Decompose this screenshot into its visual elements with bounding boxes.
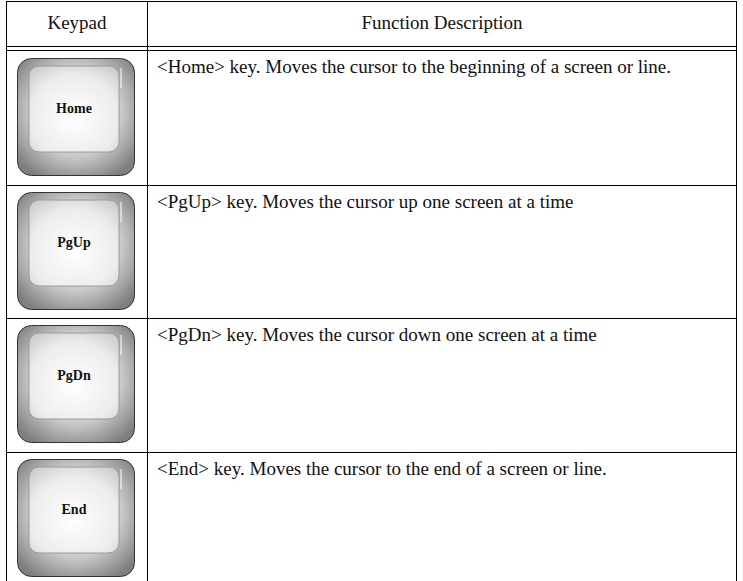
table-cell: <Home> key. Moves the cursor to the begi… (157, 55, 729, 78)
key-cap: PgDn (17, 325, 135, 443)
key-legend: Home (29, 101, 119, 117)
table-cell: <PgUp> key. Moves the cursor up one scre… (157, 190, 729, 213)
key-legend: PgDn (29, 368, 119, 384)
key-outline (17, 459, 135, 577)
key-cap: End (17, 459, 135, 577)
key-outline (17, 58, 135, 176)
key-outline (17, 192, 135, 310)
column-header: Keypad (7, 11, 147, 35)
key-outline (17, 325, 135, 443)
table-cell: <End> key. Moves the cursor to the end o… (157, 457, 729, 480)
table-cell: <PgDn> key. Moves the cursor down one sc… (157, 323, 729, 346)
key-cap: PgUp (17, 192, 135, 310)
column-header: Function Description (148, 11, 736, 35)
key-legend: PgUp (29, 235, 119, 251)
key-legend: End (29, 502, 119, 518)
key-cap: Home (17, 58, 135, 176)
